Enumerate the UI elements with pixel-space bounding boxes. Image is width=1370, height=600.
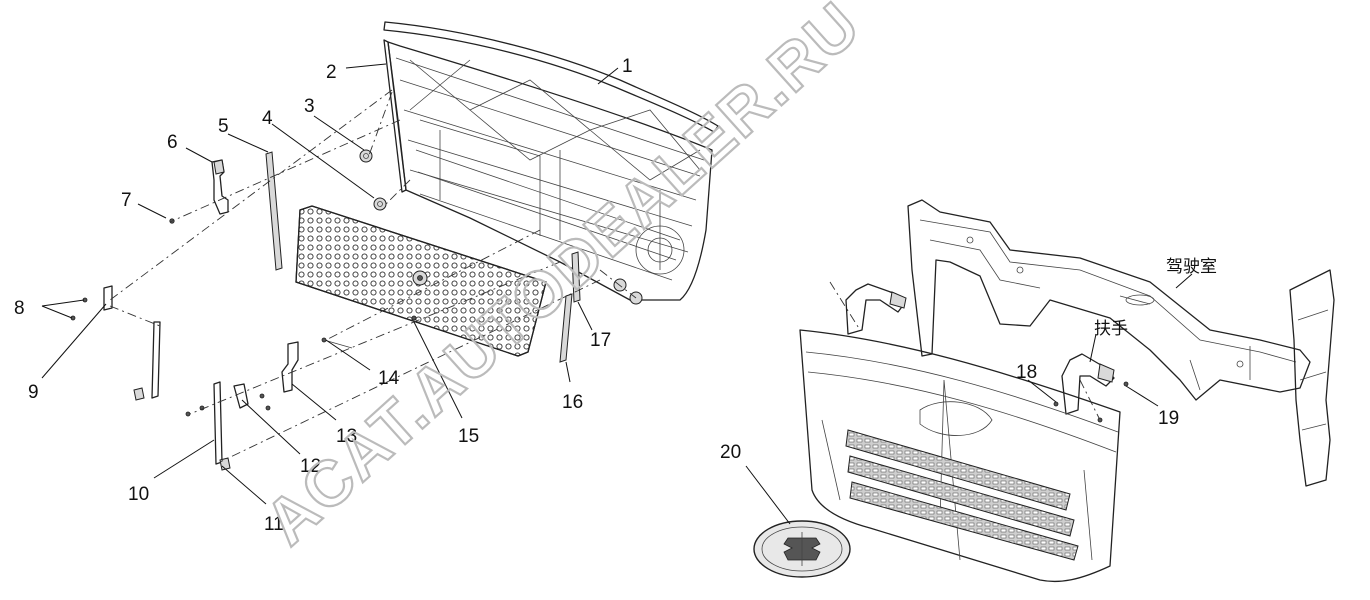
grab-handle-upper [845,283,907,335]
part-9-bracket [103,285,161,401]
part-20-emblem [753,520,851,578]
callout-14: 14 [378,368,400,389]
callout-3: 3 [304,96,315,117]
callout-13: 13 [336,426,357,447]
part-14-pin [321,337,353,349]
part-8-screws [70,297,88,321]
callout-11: 11 [264,514,284,535]
part-10-bracket [185,381,223,465]
part-6-bracket [211,159,229,215]
part-2-inner-panel [383,39,713,301]
callout-7: 7 [121,190,132,211]
callout-1: 1 [622,56,633,77]
callout-6: 6 [167,132,178,153]
assembly-lines [109,89,1101,463]
grab-handle-lower [1053,353,1129,423]
part-1-top-trim-strip [383,21,719,133]
part-3-clip [359,149,373,163]
part-5-vertical-strip [265,151,283,271]
part-12-bracket [233,383,271,411]
callout-8: 8 [14,298,25,319]
mesh-grille-panel [295,205,547,357]
label-cab: 驾驶室 [1166,257,1217,277]
leader-lines [41,63,1193,525]
callout-16: 16 [562,392,583,413]
part-13-bracket [259,341,299,399]
callout-labels: 1 2 3 4 5 6 7 8 9 10 11 12 13 14 15 16 1… [14,56,1179,535]
callout-10: 10 [128,484,149,505]
callout-19: 19 [1158,408,1179,429]
callout-2: 2 [326,62,337,83]
front-grille [799,329,1121,583]
label-handle: 扶手 [1094,319,1128,339]
callout-18: 18 [1016,362,1037,383]
cab-frame [907,199,1335,487]
part-4-clip [373,197,387,211]
callout-9: 9 [28,382,39,403]
part-17-strip [571,251,581,303]
callout-4: 4 [262,108,273,129]
part-17-clip [613,278,643,305]
callout-15: 15 [458,426,479,447]
callout-20: 20 [720,442,741,463]
callout-17: 17 [590,330,611,351]
callout-12: 12 [300,456,321,477]
callout-5: 5 [218,116,229,137]
